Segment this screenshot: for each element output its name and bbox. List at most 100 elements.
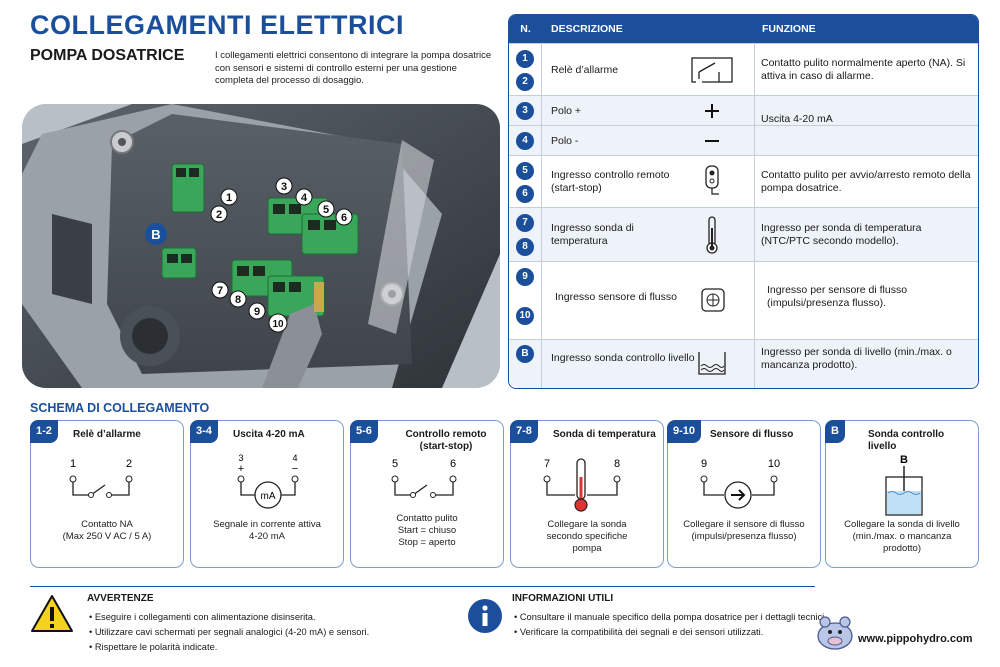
photo-label-10: 10 bbox=[272, 319, 284, 330]
info-icon bbox=[468, 599, 502, 633]
photo-label-1: 1 bbox=[226, 192, 232, 204]
svg-text:2: 2 bbox=[126, 458, 132, 470]
table-header: N. DESCRIZIONE FUNZIONE bbox=[509, 15, 978, 43]
remote-control-icon bbox=[705, 165, 719, 195]
svg-text:9: 9 bbox=[701, 458, 707, 470]
level-icon bbox=[698, 352, 726, 375]
row-number: 6 bbox=[516, 185, 534, 203]
warning-icon bbox=[31, 595, 73, 632]
svg-text:mA: mA bbox=[261, 491, 276, 502]
card-title: Relè d’allarme bbox=[73, 429, 141, 440]
card-footnote: Contatto NA (Max 250 V AC / 5 A) bbox=[62, 519, 152, 542]
card-tag: 3-4 bbox=[190, 420, 218, 443]
svg-text:8: 8 bbox=[614, 458, 620, 470]
row-number: 5 bbox=[516, 162, 534, 180]
current-loop-diagram: 3 4 + − mA bbox=[237, 453, 299, 509]
page-subtitle: POMPA DOSATRICE bbox=[30, 47, 185, 64]
photo-label-6: 6 bbox=[341, 212, 347, 224]
temperature-probe-diagram: 7 8 bbox=[543, 458, 621, 512]
card-footnote: Segnale in corrente attiva 4-20 mA bbox=[213, 519, 321, 542]
card-title: Controllo remoto (start-stop) bbox=[405, 429, 487, 452]
list-item: Eseguire i collegamenti con alimentazion… bbox=[89, 610, 369, 625]
photo-label-8: 8 bbox=[235, 294, 241, 306]
schema-card-level: B Sonda controllo livello B Collegare la… bbox=[825, 420, 979, 568]
col-header-num: N. bbox=[520, 23, 531, 35]
card-footnote: Collegare la sonda di livello (min./max.… bbox=[844, 519, 960, 554]
table-row: B Ingresso sonda controllo livello Ingre… bbox=[509, 339, 978, 388]
flow-sensor-icon bbox=[701, 288, 725, 312]
svg-text:+: + bbox=[238, 463, 244, 475]
photo-label-9: 9 bbox=[254, 306, 260, 318]
flow-sensor-diagram: 9 10 bbox=[700, 458, 780, 509]
list-item: Utilizzare cavi schermati per segnali an… bbox=[89, 625, 369, 640]
schema-title: SCHEMA DI COLLEGAMENTO bbox=[30, 401, 210, 415]
svg-text:1: 1 bbox=[70, 458, 76, 470]
row-number: 10 bbox=[516, 307, 534, 325]
row-number: B bbox=[516, 345, 534, 363]
connections-table: N. DESCRIZIONE FUNZIONE 1 2 Relè d’allarm… bbox=[508, 14, 979, 389]
plus-icon bbox=[705, 104, 719, 118]
card-tag: 7-8 bbox=[510, 420, 538, 443]
row-function: Contatto pulito per avvio/arresto remoto… bbox=[761, 169, 971, 194]
relay-diagram: 1 2 bbox=[69, 458, 133, 498]
schema-card-flow: 9-10 Sensore di flusso 9 10 Collegare il… bbox=[667, 420, 821, 568]
warnings-title: AVVERTENZE bbox=[87, 593, 154, 604]
remote-switch-diagram: 5 6 bbox=[391, 458, 457, 498]
page-title: COLLEGAMENTI ELETTRICI bbox=[30, 10, 404, 40]
svg-text:5: 5 bbox=[392, 458, 398, 470]
row-number: 9 bbox=[516, 268, 534, 286]
info-title: INFORMAZIONI UTILI bbox=[512, 593, 614, 604]
col-header-desc: DESCRIZIONE bbox=[551, 23, 623, 35]
row-function: Uscita 4-20 mA bbox=[761, 113, 833, 125]
card-footnote: Collegare il sensore di flusso (impulsi/… bbox=[683, 519, 805, 542]
card-title: Sonda controllo livello bbox=[868, 429, 945, 452]
svg-text:7: 7 bbox=[544, 458, 550, 470]
row-description: Ingresso controllo remoto (start-stop) bbox=[551, 169, 670, 194]
relay-switch-icon bbox=[691, 57, 733, 85]
photo-label-7: 7 bbox=[217, 285, 223, 297]
row-description: Ingresso sensore di flusso bbox=[555, 291, 677, 303]
card-tag: B bbox=[825, 420, 845, 443]
card-title: Sensore di flusso bbox=[710, 429, 794, 440]
row-number: 4 bbox=[516, 132, 534, 150]
card-tag: 9-10 bbox=[667, 420, 702, 443]
schema-card-4-20ma: 3-4 Uscita 4-20 mA 3 4 + − mA Segnale in… bbox=[190, 420, 344, 568]
intro-text: I collegamenti elettrici consentono di i… bbox=[215, 50, 492, 86]
svg-text:6: 6 bbox=[450, 458, 456, 470]
card-footnote: Collegare la sonda secondo specifiche po… bbox=[546, 519, 628, 554]
list-item: Consultare il manuale specifico della po… bbox=[514, 610, 827, 625]
card-tag: 1-2 bbox=[30, 420, 58, 443]
row-description: Relè d’allarme bbox=[551, 64, 619, 76]
svg-text:−: − bbox=[292, 463, 298, 475]
table-row: 5 6 Ingresso controllo remoto (start-stop… bbox=[509, 155, 978, 207]
card-title: Sonda di temperatura bbox=[553, 429, 656, 440]
photo-label-b: B bbox=[151, 227, 160, 242]
row-description: Ingresso sonda di temperatura bbox=[551, 222, 634, 247]
row-function: Contatto pulito normalmente aperto (NA).… bbox=[761, 57, 966, 82]
svg-text:4: 4 bbox=[292, 453, 297, 463]
row-number: 1 bbox=[516, 50, 534, 68]
row-number: 2 bbox=[516, 73, 534, 91]
info-list: Consultare il manuale specifico della po… bbox=[514, 610, 827, 640]
table-row: 1 2 Relè d’allarme Contatto pulito normal… bbox=[509, 43, 978, 95]
mascot-logo-icon bbox=[817, 616, 853, 650]
schema-card-temperature: 7-8 Sonda di temperatura 7 8 Collegare l… bbox=[510, 420, 664, 568]
row-description: Polo - bbox=[551, 135, 579, 147]
list-item: Rispettare le polarità indicate. bbox=[89, 640, 369, 655]
row-number: 8 bbox=[516, 238, 534, 256]
row-function: Ingresso per sonda di livello (min./max.… bbox=[761, 346, 952, 371]
divider bbox=[30, 586, 815, 587]
schema-card-remote: 5-6 Controllo remoto (start-stop) 5 6 Co… bbox=[350, 420, 504, 568]
card-title: Uscita 4-20 mA bbox=[233, 429, 305, 440]
schema-card-relay: 1-2 Relè d’allarme 1 2 Contatto NA (Max … bbox=[30, 420, 184, 568]
svg-text:3: 3 bbox=[238, 453, 243, 463]
photo-label-5: 5 bbox=[323, 204, 329, 216]
row-number: 3 bbox=[516, 102, 534, 120]
website-link[interactable]: www.pippohydro.com bbox=[858, 633, 973, 645]
svg-text:B: B bbox=[900, 454, 908, 466]
photo-label-2: 2 bbox=[216, 209, 222, 221]
row-function: Ingresso per sonda di temperatura (NTC/P… bbox=[761, 222, 922, 247]
table-row: 4 Polo - Uscita 4-20 mA bbox=[509, 113, 978, 155]
